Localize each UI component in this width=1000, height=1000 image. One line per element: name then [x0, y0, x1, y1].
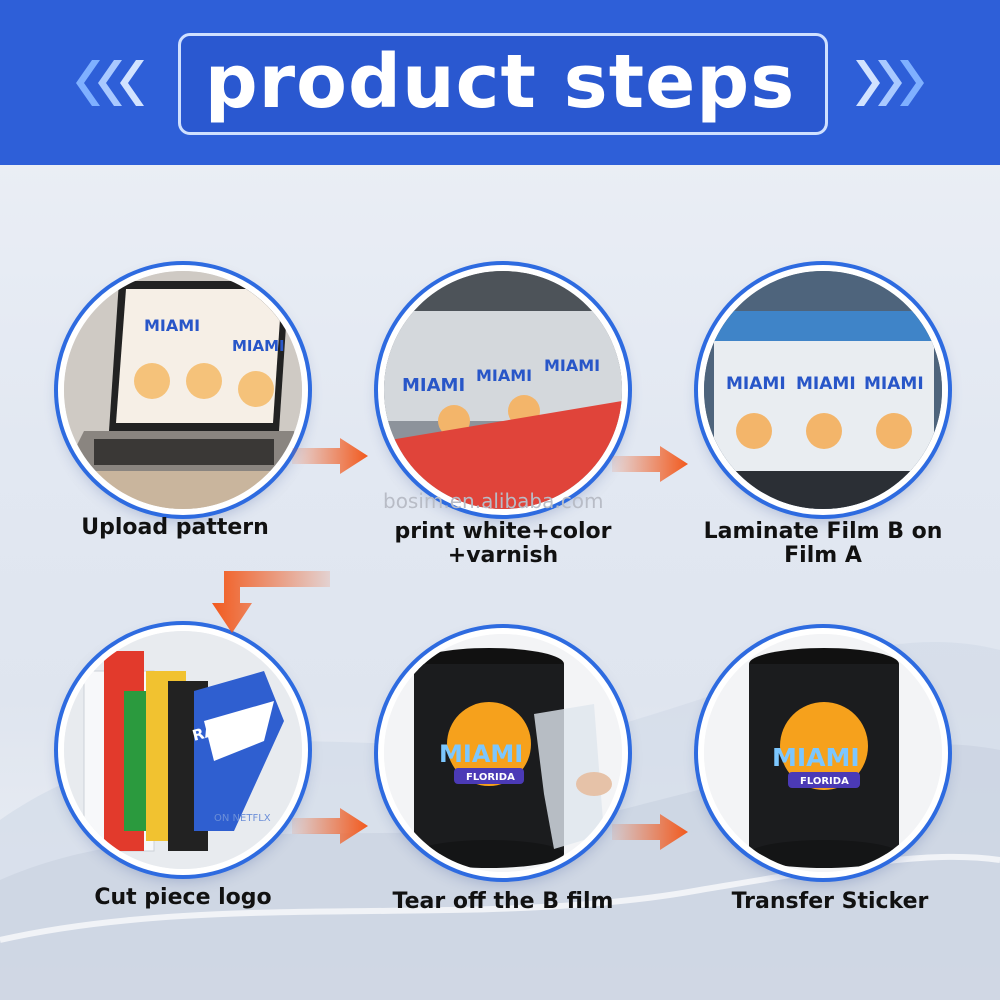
miami-text: MIAMI	[726, 374, 786, 394]
miami-text: MIAMI	[796, 374, 856, 394]
film-subtext: ON NETFLX	[214, 813, 271, 824]
step-3-label-line1: Laminate Film B on	[703, 519, 943, 544]
step-1-label: Upload pattern	[81, 515, 269, 540]
miami-text: MIAMI	[402, 375, 465, 396]
step-2-label: print white+color +varnish	[353, 520, 653, 568]
miami-text: MIAMI	[144, 316, 200, 335]
chevron-right-icon	[856, 60, 924, 106]
step-5-label: Tear off the B film	[392, 889, 614, 914]
miami-text: MIAMI	[544, 356, 600, 375]
florida-text: FLORIDA	[800, 776, 849, 787]
miami-text: MIAMI	[476, 366, 532, 385]
step-1-image-upload-pattern: MIAMI MIAMI	[58, 265, 308, 515]
step-6-image-transfer-sticker: MIAMI FLORIDA	[698, 628, 948, 878]
page-title: product steps	[204, 39, 796, 125]
step-2-label-line2: +varnish	[447, 543, 559, 568]
step-3-label: Laminate Film B on Film A	[673, 520, 973, 568]
step-2-label-line1: print white+color	[394, 519, 612, 544]
step-5-image-tear-film: MIAMI FLORIDA	[378, 628, 628, 878]
miami-text: MIAMI	[232, 337, 285, 355]
step-3-label-line2: Film A	[784, 543, 862, 568]
miami-text: MIAMI	[772, 743, 860, 772]
watermark: bosim.en.alibaba.com	[383, 489, 604, 513]
title-frame	[178, 33, 828, 135]
step-6-label: Transfer Sticker	[731, 889, 929, 914]
arrow-right-icon	[612, 814, 688, 850]
chevron-left-icon	[76, 60, 144, 106]
miami-text: MIAMI	[439, 740, 523, 768]
arrow-right-icon	[292, 438, 368, 474]
florida-text: FLORIDA	[466, 772, 515, 783]
arrow-right-icon	[612, 446, 688, 482]
miami-text: MIAMI	[864, 374, 924, 394]
arrow-right-icon	[292, 808, 368, 844]
step-4-image-cut-logo: RATHOW ON NETFLX	[58, 625, 308, 875]
step-2-image-print: MIAMI MIAMI MIAMI	[378, 265, 628, 515]
arrow-down-left-icon	[212, 571, 330, 633]
step-4-label: Cut piece logo	[94, 885, 272, 910]
step-3-image-laminate: MIAMI MIAMI MIAMI	[698, 265, 948, 515]
